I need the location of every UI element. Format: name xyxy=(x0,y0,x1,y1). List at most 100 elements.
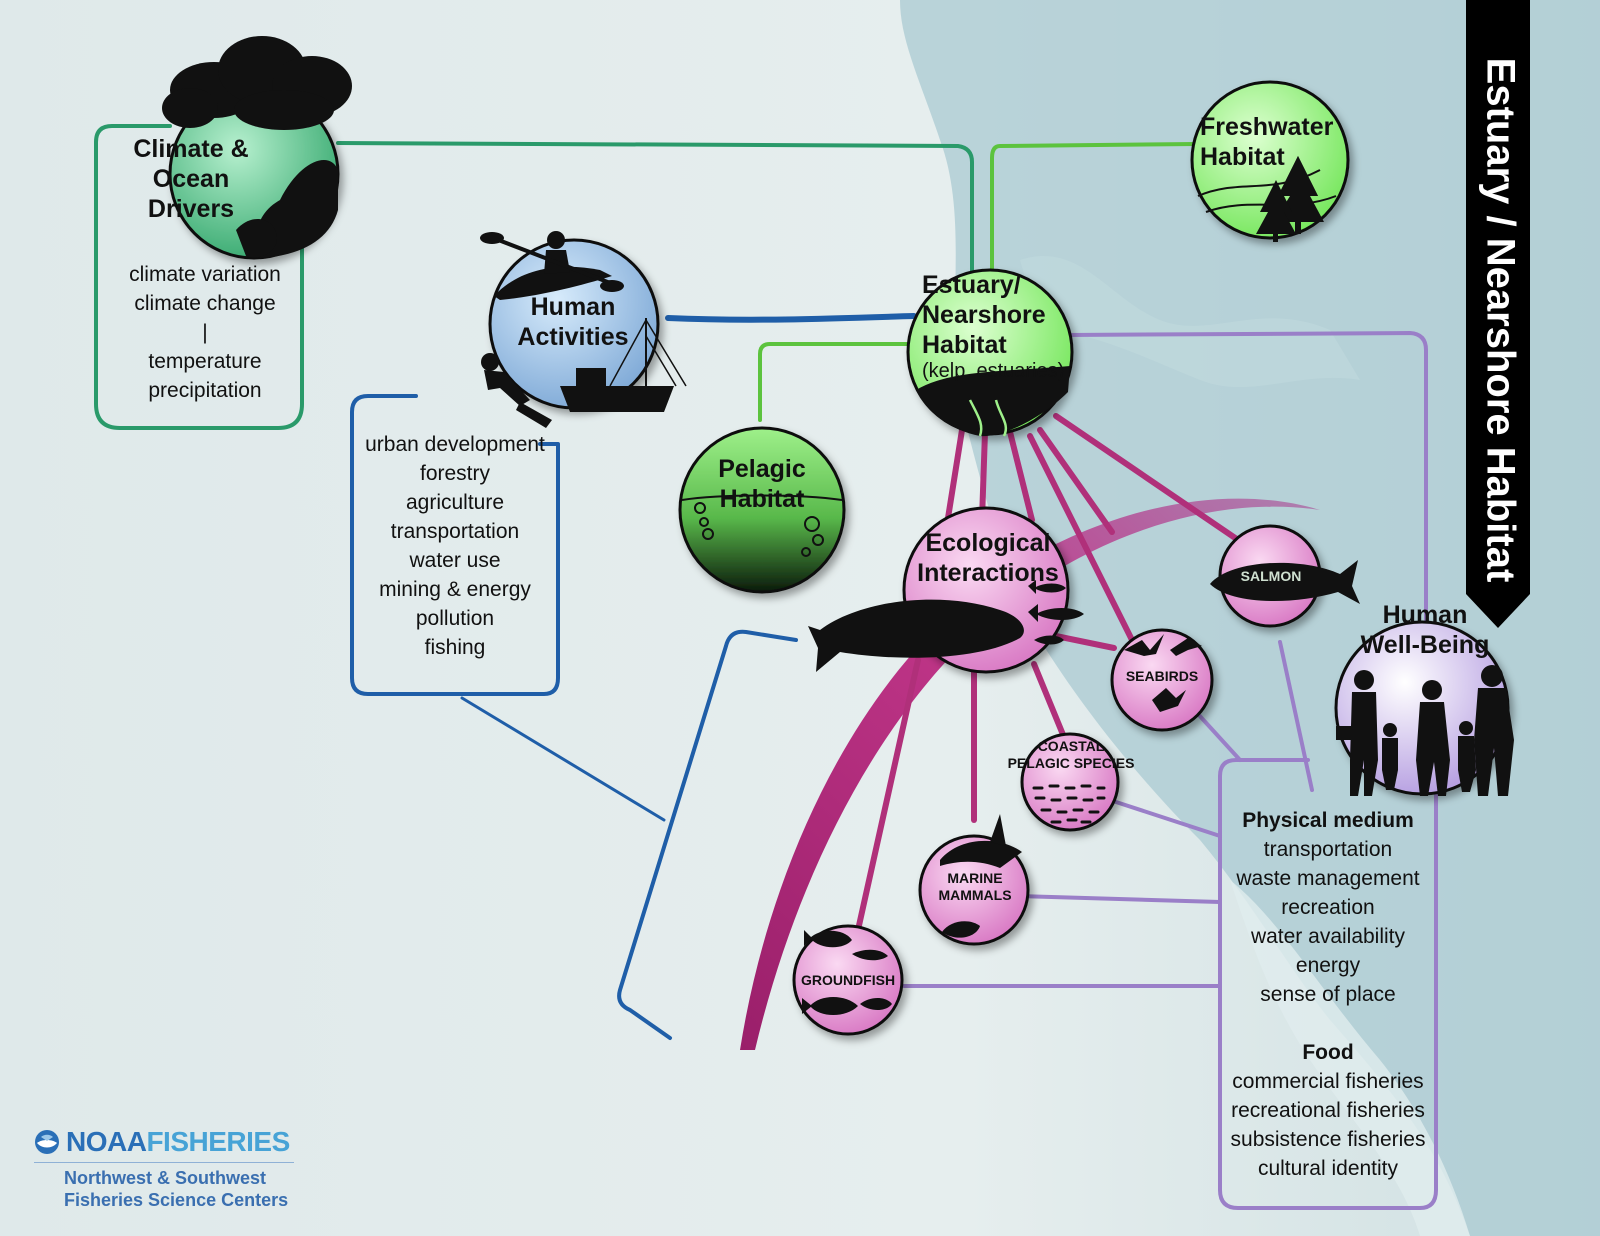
pelagic-title-line2: Habitat xyxy=(719,485,805,513)
salmon-large-icon xyxy=(808,599,1024,672)
ecological-arc xyxy=(740,498,1320,1051)
human-list-item: water use xyxy=(409,549,501,572)
noaa-brand-a: NOAA xyxy=(66,1126,147,1157)
estuary-to-wellbeing-line xyxy=(1066,331,1428,622)
wellbeing-list-item: sense of place xyxy=(1260,983,1396,1006)
inlet-shape xyxy=(1020,255,1360,388)
wellbeing-list-item: commercial fisheries xyxy=(1232,1070,1424,1093)
climate-list-item: temperature xyxy=(148,350,262,373)
freshwater-to-estuary-line xyxy=(990,142,1198,276)
river-shape xyxy=(1230,880,1470,1236)
marine-node-title: MARINE MAMMALS xyxy=(930,870,1020,904)
climate-title-line2: Ocean Drivers xyxy=(147,165,235,223)
wave-icon xyxy=(256,160,338,258)
food-heading: Food xyxy=(1302,1041,1354,1064)
human-title-line1: Human xyxy=(530,293,616,321)
climate-title-line1: Climate & xyxy=(133,135,249,163)
estuary-title-line2: Nearshore xyxy=(922,301,1046,329)
estuary-channels-icon xyxy=(968,399,1008,437)
banner-title: Estuary / Nearshore Habitat xyxy=(1478,57,1523,583)
pelagic-title-line1: Pelagic xyxy=(718,455,806,483)
seabirds-node-title: SEABIRDS xyxy=(1125,668,1199,684)
climate-node-title: Climate & Ocean Drivers xyxy=(116,134,266,224)
climate-list-item: climate variation xyxy=(129,263,281,286)
physical-medium-heading: Physical medium xyxy=(1242,809,1414,832)
climate-list-box xyxy=(94,124,304,430)
estuary-node-title: Estuary/ Nearshore Habitat (kelp, estuar… xyxy=(922,270,1072,382)
climate-to-estuary-line xyxy=(336,141,974,276)
coastal-node-title: COASTAL PELAGIC SPECIES xyxy=(1006,738,1136,772)
climate-list-item: precipitation xyxy=(148,379,262,402)
climate-list: climate variation climate change | tempe… xyxy=(110,260,300,405)
wellbeing-list-item: waste management xyxy=(1236,867,1420,890)
human-title-line2: Activities xyxy=(517,323,629,351)
coastal-pelagic-node[interactable] xyxy=(1020,732,1120,832)
wellbeing-list-item: subsistence fisheries xyxy=(1230,1128,1426,1151)
pelagic-to-estuary-line xyxy=(758,342,918,422)
wellbeing-list-item: water availability xyxy=(1250,925,1406,948)
wellbeing-list: Physical medium transportation waste man… xyxy=(1222,806,1434,1183)
noaa-brand: NOAAFISHERIES xyxy=(66,1126,290,1158)
wellbeing-list-item: recreation xyxy=(1281,896,1375,919)
marine-title-line1: MARINE xyxy=(947,870,1003,886)
pelagic-node-title: Pelagic Habitat xyxy=(700,454,824,514)
freshwater-title-line1: Freshwater xyxy=(1200,113,1334,141)
groundfish-node-title: GROUNDFISH xyxy=(800,972,896,988)
human-list-box xyxy=(350,394,560,696)
human-node-title: Human Activities xyxy=(508,292,638,352)
human-list-item: pollution xyxy=(415,607,495,630)
cloud-icon xyxy=(162,36,352,130)
family-icon xyxy=(1336,665,1514,796)
human-list-item: forestry xyxy=(419,462,490,485)
human-list: urban development forestry agriculture t… xyxy=(360,430,550,662)
wellbeing-list-item: cultural identity xyxy=(1257,1157,1399,1180)
small-fish-icon xyxy=(1028,580,1084,645)
noaa-subtitle-line2: Fisheries Science Centers xyxy=(64,1190,289,1210)
human-to-estuary-line xyxy=(665,313,917,323)
banner-shape xyxy=(1466,0,1530,628)
climate-list-item: climate change xyxy=(134,292,276,315)
climate-list-item: | xyxy=(202,321,208,344)
human-list-item: fishing xyxy=(424,636,486,659)
orca-icon xyxy=(940,814,1022,868)
wellbeing-list-item: transportation xyxy=(1263,838,1393,861)
noaa-brand-b: FISHERIES xyxy=(146,1126,290,1157)
coastal-title-line1: COASTAL xyxy=(1037,738,1105,754)
human-list-item: mining & energy xyxy=(379,578,531,601)
kayaker-icon xyxy=(480,231,624,300)
salmon-icon xyxy=(1210,560,1360,604)
trees-icon xyxy=(1256,156,1324,242)
ecological-node-title: Ecological Interactions xyxy=(906,528,1070,588)
diver-icon xyxy=(481,353,552,428)
noaa-subtitle-line1: Northwest & Southwest xyxy=(64,1168,267,1188)
wellbeing-list-box xyxy=(1218,758,1438,1210)
human-list-item: transportation xyxy=(390,520,520,543)
wellbeing-node-title: Human Well-Being xyxy=(1350,600,1500,660)
wellbeing-list-item: recreational fisheries xyxy=(1231,1099,1425,1122)
ecological-title-line1: Ecological xyxy=(925,529,1051,557)
fishing-boat-icon xyxy=(560,318,687,412)
human-to-bracket-line xyxy=(460,696,666,822)
freshwater-node-title: Freshwater Habitat xyxy=(1200,112,1334,172)
noaa-fisheries-logo[interactable]: NOAAFISHERIES Northwest & Southwest Fish… xyxy=(34,1126,294,1211)
estuary-title-line1: Estuary/ xyxy=(922,271,1021,299)
coastal-title-line2: PELAGIC SPECIES xyxy=(1007,755,1135,771)
human-list-item: urban development xyxy=(365,433,545,456)
wellbeing-list-item: energy xyxy=(1295,954,1361,977)
estuary-subtitle: (kelp, estuaries) xyxy=(922,360,1065,382)
human-list-item: agriculture xyxy=(405,491,505,514)
seabird-icon xyxy=(1124,634,1202,712)
salmon-node-title: SALMON xyxy=(1240,568,1302,584)
ecological-title-line2: Interactions xyxy=(917,559,1059,587)
noaa-emblem-icon xyxy=(35,1130,59,1154)
estuary-title-line3: Habitat xyxy=(922,331,1007,359)
fish-school-icon xyxy=(1032,784,1106,824)
turtle-icon xyxy=(942,921,980,938)
water-surface-icon xyxy=(681,494,843,501)
freshwater-title-line2: Habitat xyxy=(1200,143,1285,171)
human-bracket xyxy=(617,629,798,1040)
wave-small-icon xyxy=(236,218,278,258)
seabirds-node[interactable] xyxy=(1110,628,1214,732)
wellbeing-title-line2: Well-Being xyxy=(1360,631,1490,659)
